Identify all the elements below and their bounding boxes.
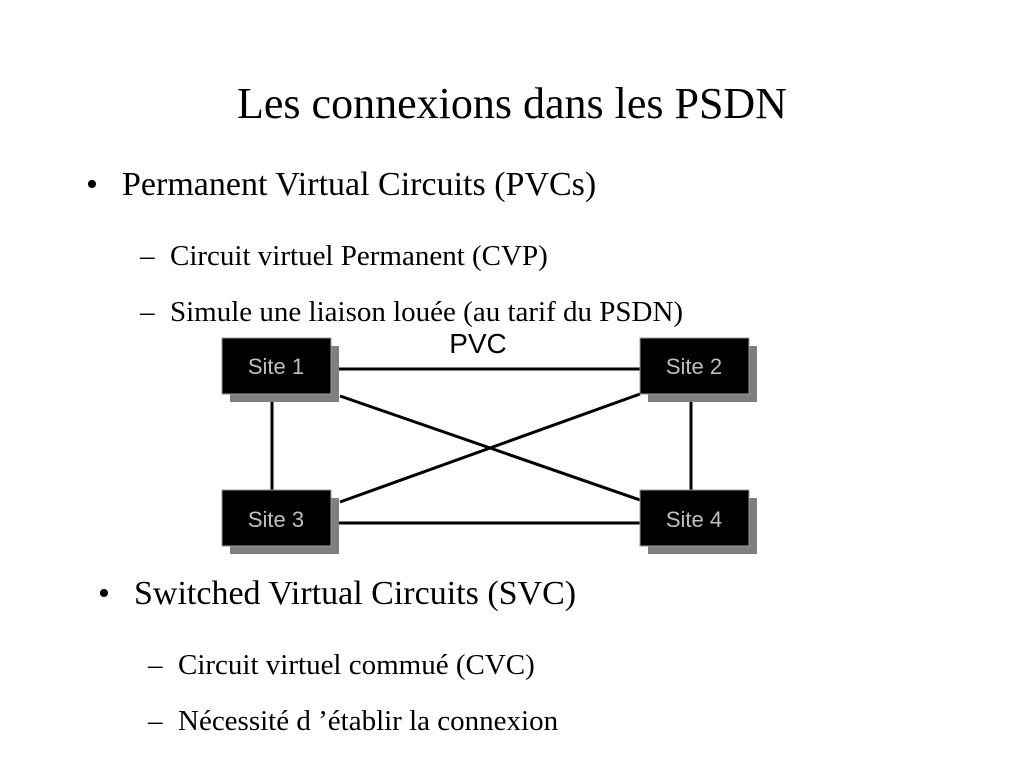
subitem-leased-line: –Simule une liaison louée (au tarif du P… <box>140 295 683 329</box>
subitem-establish-connection: –Nécessité d ’établir la connexion <box>148 704 558 738</box>
node-box <box>639 489 750 547</box>
node-site2: Site 2 <box>639 337 757 402</box>
diagram-edges <box>270 367 693 525</box>
slide-title: Les connexions dans les PSDN <box>237 79 787 128</box>
node-site1: Site 1 <box>221 337 339 402</box>
bullet-text: Permanent Virtual Circuits (PVCs) <box>122 166 597 203</box>
subitem-text: Circuit virtuel Permanent (CVP) <box>170 240 548 272</box>
subitem-text: Nécessité d ’établir la connexion <box>178 705 559 737</box>
node-box <box>221 489 332 547</box>
edge-site2-site3 <box>339 392 641 504</box>
subitem-text: Circuit virtuel commué (CVC) <box>178 649 535 681</box>
subitem-cvc: –Circuit virtuel commué (CVC) <box>148 648 535 682</box>
node-box <box>221 337 332 395</box>
bullet-text: Switched Virtual Circuits (SVC) <box>134 575 577 612</box>
node-label: Site 1 <box>248 354 304 379</box>
subitem-text: Simule une liaison louée (au tarif du PS… <box>170 296 684 328</box>
node-label: Site 3 <box>248 507 304 532</box>
node-box <box>639 337 750 395</box>
bullet-marker: • <box>98 575 110 612</box>
node-label: Site 4 <box>666 507 722 532</box>
bullet-pvc: • Permanent Virtual Circuits (PVCs) <box>86 164 596 206</box>
bullet-marker: • <box>86 166 98 203</box>
pvc-label: PVC <box>449 328 507 359</box>
dash-marker: – <box>140 240 155 272</box>
dash-marker: – <box>148 649 163 681</box>
dash-marker: – <box>148 705 163 737</box>
bullet-svc: • Switched Virtual Circuits (SVC) <box>98 573 576 615</box>
node-label: Site 2 <box>666 354 722 379</box>
dash-marker: – <box>140 296 155 328</box>
subitem-cvp: –Circuit virtuel Permanent (CVP) <box>140 239 548 273</box>
node-site4: Site 4 <box>639 489 757 554</box>
node-site3: Site 3 <box>221 489 339 554</box>
